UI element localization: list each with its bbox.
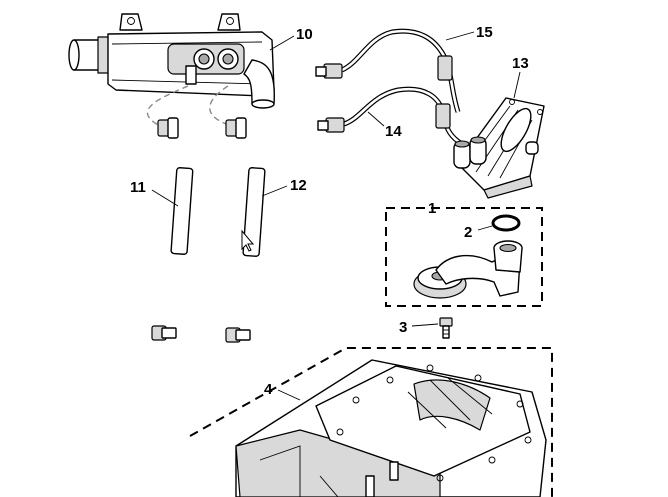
alignment-line-12 [209, 85, 233, 127]
part-2-o-ring [491, 214, 521, 232]
callout-13: 13 [512, 55, 529, 72]
part-10-adaptor-housing [68, 13, 275, 109]
alignment-line-11 [146, 85, 189, 127]
part-1-oil-adaptor [413, 240, 523, 299]
callout-10: 10 [296, 26, 313, 43]
part-12-oil-pipe [204, 117, 266, 343]
callout-12: 12 [290, 177, 307, 194]
part-3-bolt [439, 317, 453, 339]
part-15-cooler-pipe [315, 28, 461, 113]
part-1-assembly-box [385, 207, 543, 307]
mouse-pointer-icon [241, 229, 255, 252]
part-13-oil-cooler [453, 97, 545, 199]
leader-lines [151, 31, 521, 401]
callout-2: 2 [464, 224, 472, 241]
callout-3: 3 [399, 319, 407, 336]
part-14-cooler-pipe [317, 86, 464, 147]
part-4-oil-sump [235, 359, 547, 497]
callout-15: 15 [476, 24, 493, 41]
part-11-oil-pipe [136, 117, 194, 341]
callout-14: 14 [385, 123, 402, 140]
callout-11: 11 [130, 179, 146, 196]
callout-1: 1 [428, 200, 436, 217]
callout-4: 4 [264, 381, 273, 398]
